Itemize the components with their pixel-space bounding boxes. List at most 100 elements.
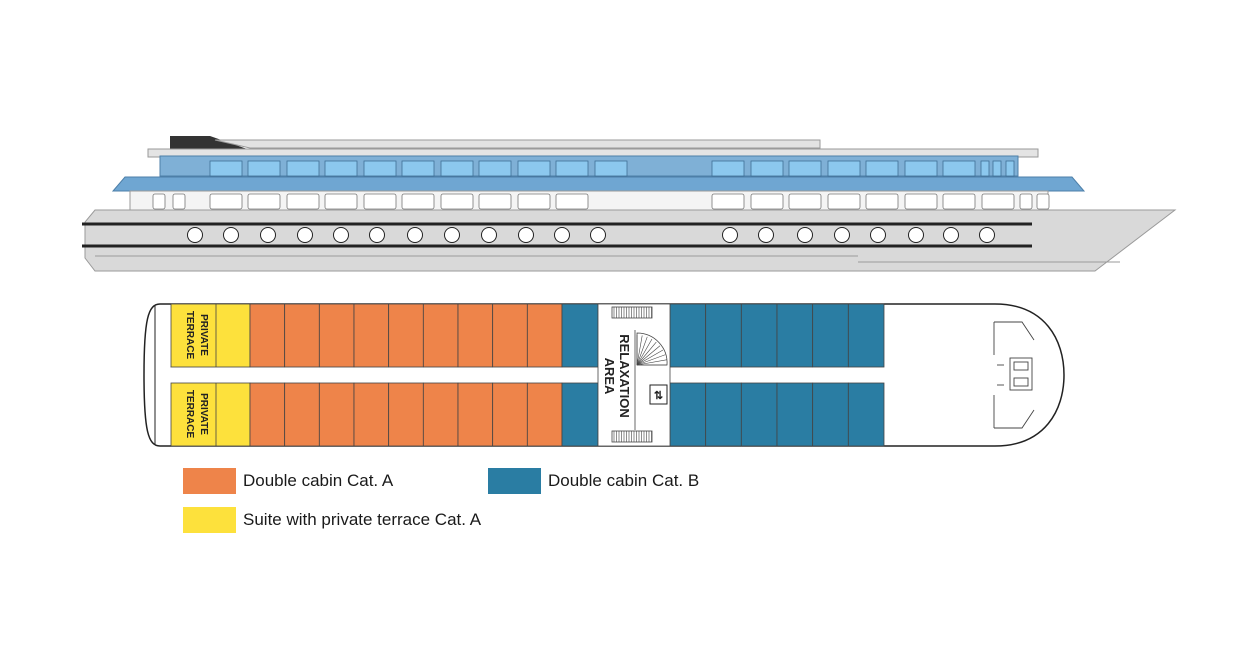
cabins-cat-a bbox=[249, 303, 563, 447]
upper-window bbox=[788, 160, 822, 177]
cabin-cat-b bbox=[740, 382, 778, 447]
porthole bbox=[943, 227, 959, 243]
middle-window bbox=[324, 193, 358, 210]
legend-label-cat-b: Double cabin Cat. B bbox=[548, 471, 700, 490]
legend-item-suite: Suite with private terrace Cat. A bbox=[183, 507, 481, 533]
legend-label-cat-a: Double cabin Cat. A bbox=[243, 471, 394, 490]
deck-plan: PRIVATE TERRACE PRIVATE TERRACE ⇅ RELAXA… bbox=[143, 303, 1065, 447]
relaxation-label-1: RELAXATION bbox=[617, 334, 632, 418]
upper-window bbox=[401, 160, 435, 177]
upper-window bbox=[478, 160, 512, 177]
terrace-label-top-1: PRIVATE bbox=[198, 314, 209, 356]
upper-window-small bbox=[992, 160, 1002, 177]
porthole bbox=[518, 227, 534, 243]
middle-window bbox=[904, 193, 938, 210]
cabin-cat-a bbox=[249, 382, 286, 447]
cabin-cat-b bbox=[847, 382, 885, 447]
upper-window bbox=[440, 160, 474, 177]
stairs-bottom bbox=[611, 430, 653, 443]
cabin-cat-b bbox=[776, 303, 814, 368]
cabin-cat-a bbox=[318, 303, 355, 368]
sun-deck-canopy bbox=[170, 136, 250, 150]
cabin-cat-a bbox=[353, 382, 390, 447]
middle-window-small bbox=[1036, 193, 1050, 210]
suite-bottom bbox=[170, 382, 251, 447]
middle-window bbox=[750, 193, 784, 210]
upper-window bbox=[827, 160, 861, 177]
middle-window bbox=[981, 193, 1015, 210]
suite-top bbox=[170, 303, 251, 368]
spiral-staircase-icon bbox=[636, 332, 668, 366]
middle-window bbox=[942, 193, 976, 210]
relaxation-label-2: AREA bbox=[602, 358, 617, 395]
upper-window bbox=[942, 160, 976, 177]
cabin-cat-a bbox=[388, 382, 424, 447]
porthole bbox=[870, 227, 886, 243]
porthole bbox=[758, 227, 774, 243]
middle-windows bbox=[152, 193, 1050, 210]
cabin-cat-b bbox=[705, 303, 742, 368]
middle-window bbox=[517, 193, 551, 210]
middle-window bbox=[401, 193, 435, 210]
porthole bbox=[590, 227, 606, 243]
upper-window bbox=[286, 160, 320, 177]
upper-window bbox=[324, 160, 358, 177]
cabin-cat-a bbox=[457, 303, 494, 368]
stairs-top bbox=[611, 306, 653, 319]
cabin-cat-b bbox=[812, 382, 849, 447]
upper-window bbox=[904, 160, 938, 177]
cabin-cat-a bbox=[526, 303, 563, 368]
porthole bbox=[481, 227, 497, 243]
cabin-cat-a bbox=[526, 382, 563, 447]
terrace-label-top-2: TERRACE bbox=[184, 311, 195, 360]
cabins-cat-b bbox=[561, 303, 885, 447]
cabin-cat-a bbox=[388, 303, 424, 368]
porthole bbox=[722, 227, 738, 243]
porthole bbox=[979, 227, 995, 243]
relaxation-area bbox=[597, 303, 671, 447]
porthole bbox=[369, 227, 385, 243]
middle-window bbox=[865, 193, 899, 210]
ship-side-view bbox=[82, 136, 1177, 272]
cabin-cat-a bbox=[284, 382, 320, 447]
elevator-icon: ⇅ bbox=[649, 384, 668, 405]
upper-window bbox=[750, 160, 784, 177]
middle-window bbox=[440, 193, 474, 210]
middle-window-small bbox=[172, 193, 186, 210]
cabin-cat-a bbox=[422, 382, 459, 447]
cabin-cat-a bbox=[492, 303, 528, 368]
upper-window bbox=[247, 160, 281, 177]
cabin-cat-a bbox=[422, 303, 459, 368]
sun-deck-roof bbox=[214, 139, 821, 149]
porthole bbox=[223, 227, 239, 243]
terrace-label-bottom-1: PRIVATE bbox=[198, 393, 209, 435]
cabin-cat-b bbox=[776, 382, 814, 447]
cabin-cat-a bbox=[353, 303, 390, 368]
cabin-cat-a bbox=[318, 382, 355, 447]
cabin-cat-b bbox=[705, 382, 742, 447]
cabin-cat-b bbox=[847, 303, 885, 368]
legend-item-cat-b: Double cabin Cat. B bbox=[488, 468, 699, 494]
upper-window bbox=[711, 160, 745, 177]
porthole bbox=[834, 227, 850, 243]
middle-window bbox=[286, 193, 320, 210]
svg-text:⇅: ⇅ bbox=[654, 390, 663, 402]
upper-window bbox=[555, 160, 589, 177]
upper-window bbox=[594, 160, 628, 177]
upper-window-small bbox=[1005, 160, 1015, 177]
middle-window bbox=[788, 193, 822, 210]
middle-window bbox=[363, 193, 397, 210]
middle-deck-promenade bbox=[111, 176, 1086, 192]
middle-window bbox=[247, 193, 281, 210]
upper-window bbox=[517, 160, 551, 177]
middle-window-small bbox=[152, 193, 166, 210]
middle-window bbox=[478, 193, 512, 210]
middle-window bbox=[209, 193, 243, 210]
porthole bbox=[797, 227, 813, 243]
cabin-cat-a bbox=[249, 303, 286, 368]
upper-window bbox=[363, 160, 397, 177]
porthole bbox=[407, 227, 423, 243]
legend-swatch-cat-b bbox=[488, 468, 541, 494]
cabin-cat-b bbox=[812, 303, 849, 368]
